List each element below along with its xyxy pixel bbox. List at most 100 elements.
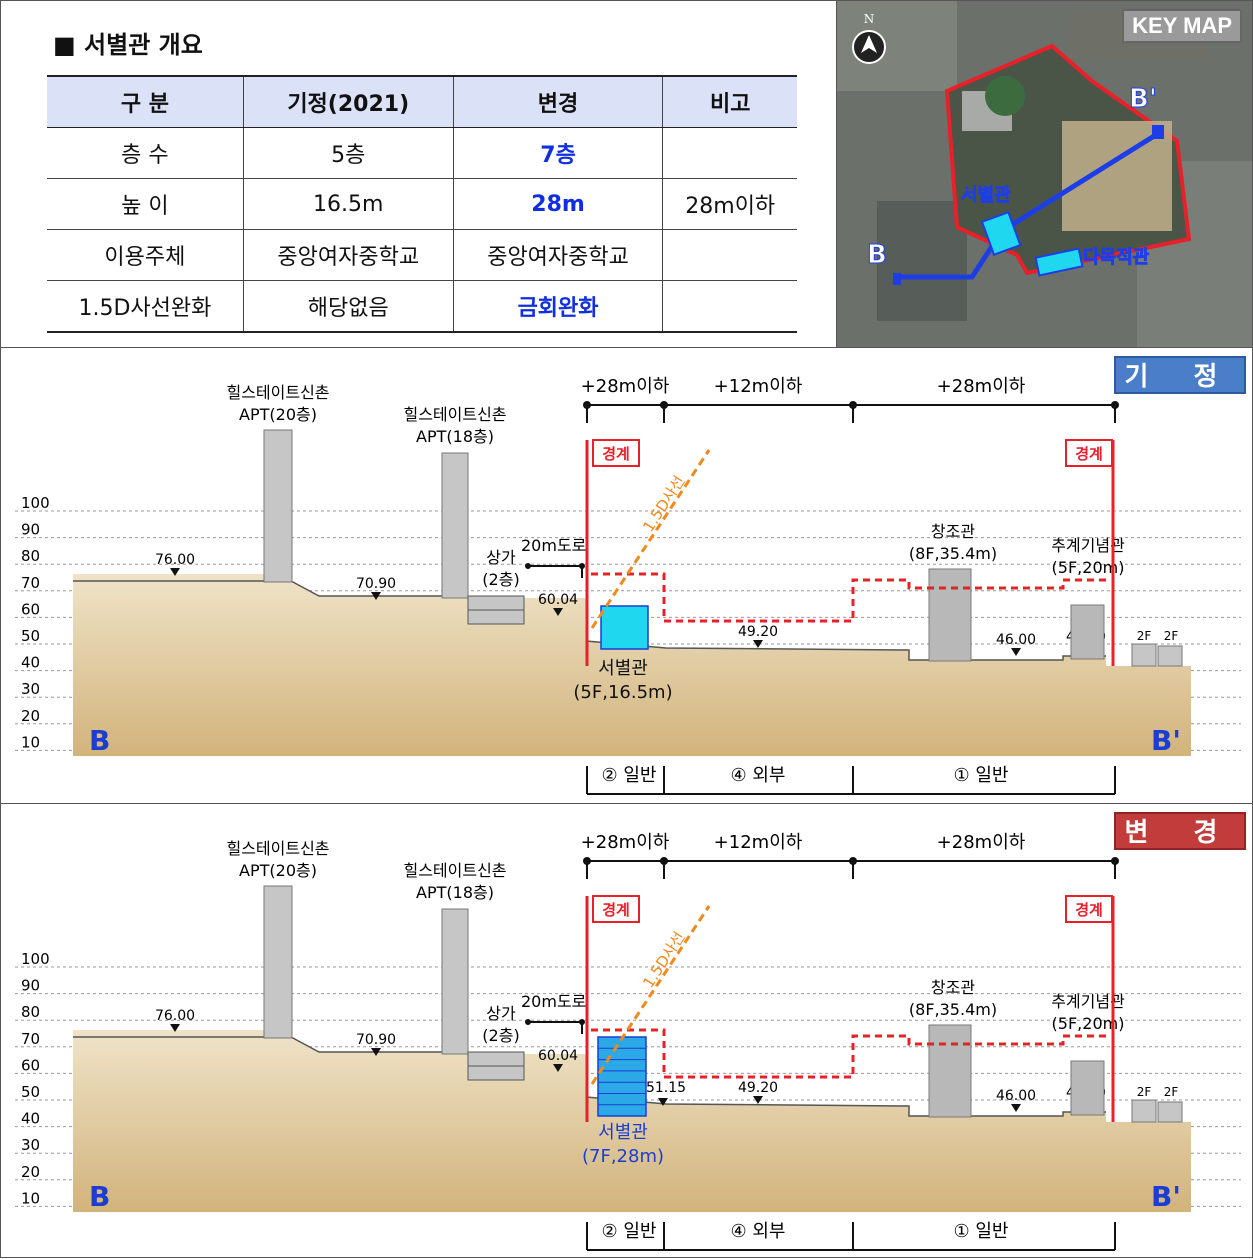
key-map-image: N B B' 서별관 다목적관: [837, 1, 1252, 347]
elevation-label: 60.04: [538, 592, 578, 608]
elevation-marker-icon: [170, 1024, 180, 1032]
elevation-label: 60.04: [538, 1048, 578, 1064]
section-diagram-existing: 100908070605040302010힐스테이트신촌APT(20층)힐스테이…: [15, 376, 1241, 795]
elevation-marker-icon: [658, 1098, 668, 1106]
elevation-marker-icon: [170, 568, 180, 576]
overview-panel: ■ 서별관 개요 구 분 기정(2021) 변경 비고 층 수 5층 7층 높 …: [0, 0, 837, 348]
changjo-name: 창조관: [931, 522, 975, 541]
apt-20-building: [263, 885, 293, 1039]
limit-label-2: +12m이하: [714, 832, 803, 853]
y-tick-label: 40: [21, 654, 40, 672]
boundary-label: 경계: [602, 901, 630, 919]
y-tick-label: 80: [21, 547, 40, 565]
elevation-marker-icon: [1011, 1104, 1021, 1112]
apt-18-name: 힐스테이트신촌: [403, 405, 506, 424]
remark-value: [662, 127, 797, 179]
elevation-label: 70.90: [356, 576, 396, 592]
shop-name: 상가: [486, 1004, 516, 1023]
key-map-title: KEY MAP: [1122, 9, 1242, 43]
table-row: 층 수 5층 7층: [47, 127, 797, 179]
boundary-flag: [1065, 439, 1113, 467]
apt-20-floors: APT(20층): [239, 405, 317, 424]
chugye-spec: (5F,20m): [1052, 558, 1125, 577]
small-building: [1157, 1101, 1183, 1123]
seobyeolgwan-label: 서별관: [598, 1122, 648, 1143]
y-tick-label: 40: [21, 1110, 40, 1128]
chugye-name: 추계기념관: [1051, 992, 1125, 1011]
apt-20-building: [263, 429, 293, 583]
table-row: 1.5D사선완화 해당없음 금회완화: [47, 280, 797, 333]
elevation-label: 76.00: [155, 552, 195, 568]
height-limit-line: [591, 1028, 1111, 1079]
header-remark: 비고: [662, 75, 797, 128]
y-tick-label: 60: [21, 600, 40, 618]
y-tick-label: 80: [21, 1003, 40, 1021]
elevation-marker-icon: [1011, 648, 1021, 656]
y-tick-label: 50: [21, 627, 40, 645]
y-tick-label: 20: [21, 707, 40, 725]
seobyeolgwan-spec: (5F,16.5m): [573, 682, 672, 703]
boundary-flag: [592, 895, 640, 923]
y-tick-label: 90: [21, 977, 40, 995]
terrain-line: [585, 1096, 1106, 1117]
zone-label-2: ④ 외부: [731, 1221, 786, 1242]
y-tick-label: 100: [21, 950, 50, 968]
elevation-marker-icon: [371, 592, 381, 600]
apt-18-floors: APT(18층): [416, 883, 494, 902]
header-existing: 기정(2021): [242, 75, 454, 128]
zone-label-3: ① 일반: [954, 1221, 1009, 1242]
y-tick-label: 30: [21, 1136, 40, 1154]
keymap-b-prime: B': [1129, 84, 1157, 114]
seobyeolgwan-label: 서별관: [598, 658, 648, 679]
badge-existing: 기 정: [1114, 356, 1246, 394]
changjo-spec: (8F,35.4m): [909, 544, 997, 563]
apt-18-name: 힐스테이트신촌: [403, 861, 506, 880]
apt-20-name: 힐스테이트신촌: [226, 383, 329, 402]
remark-value: [662, 280, 797, 333]
row-label: 이용주체: [47, 229, 244, 281]
y-tick-label: 10: [21, 1189, 40, 1207]
sightline-label: 1.5D사선: [639, 473, 688, 536]
keymap-b: B: [867, 240, 887, 270]
zone-label-3: ① 일반: [954, 765, 1009, 786]
road-label: 20m도로: [521, 992, 586, 1011]
changed-value: 7층: [452, 127, 663, 179]
apt-18-building: [441, 452, 469, 599]
section-b-label: B: [89, 724, 110, 757]
seobyeolgwan-building: [597, 1036, 647, 1117]
elevation-label: 46.00: [996, 632, 1036, 648]
table-row: 이용주체 중앙여자중학교 중앙여자중학교: [47, 229, 797, 281]
ground-section: [73, 574, 1191, 756]
section-b-prime-label: B': [1151, 1180, 1181, 1213]
boundary-flag: [592, 439, 640, 467]
small-building-label: 2F: [1164, 629, 1179, 643]
elevation-marker-icon: [753, 1096, 763, 1104]
shop-floors: (2층): [482, 570, 519, 589]
existing-value: 16.5m: [242, 178, 454, 230]
y-tick-label: 20: [21, 1163, 40, 1181]
limit-label-3: +28m이하: [937, 832, 1026, 853]
y-tick-label: 50: [21, 1083, 40, 1101]
y-tick-label: 70: [21, 574, 40, 592]
changed-value: 금회완화: [452, 280, 663, 333]
elevation-label: 49.20: [738, 1080, 778, 1096]
limit-label-3: +28m이하: [937, 376, 1026, 397]
section-diagram-changed: 100908070605040302010힐스테이트신촌APT(20층)힐스테이…: [15, 832, 1241, 1251]
y-tick-label: 100: [21, 494, 50, 512]
elevation-marker-icon: [553, 1064, 563, 1072]
overview-table: 구 분 기정(2021) 변경 비고 층 수 5층 7층 높 이 16.5m 2…: [47, 75, 797, 333]
elevation-marker-icon: [553, 608, 563, 616]
boundary-label: 경계: [1075, 901, 1103, 919]
section-b-label: B: [89, 1180, 110, 1213]
changjo-building: [928, 1024, 972, 1118]
y-tick-label: 30: [21, 680, 40, 698]
existing-value: 해당없음: [242, 280, 454, 333]
header-changed: 변경: [452, 75, 663, 128]
boundary-label: 경계: [1075, 445, 1103, 463]
keymap-damokjeokgwan: 다목적관: [1083, 247, 1150, 268]
boundary-flag: [1065, 895, 1113, 923]
apt-18-building: [441, 908, 469, 1055]
sightline-1-5d: [590, 449, 711, 629]
elevation-label: 49.20: [738, 624, 778, 640]
